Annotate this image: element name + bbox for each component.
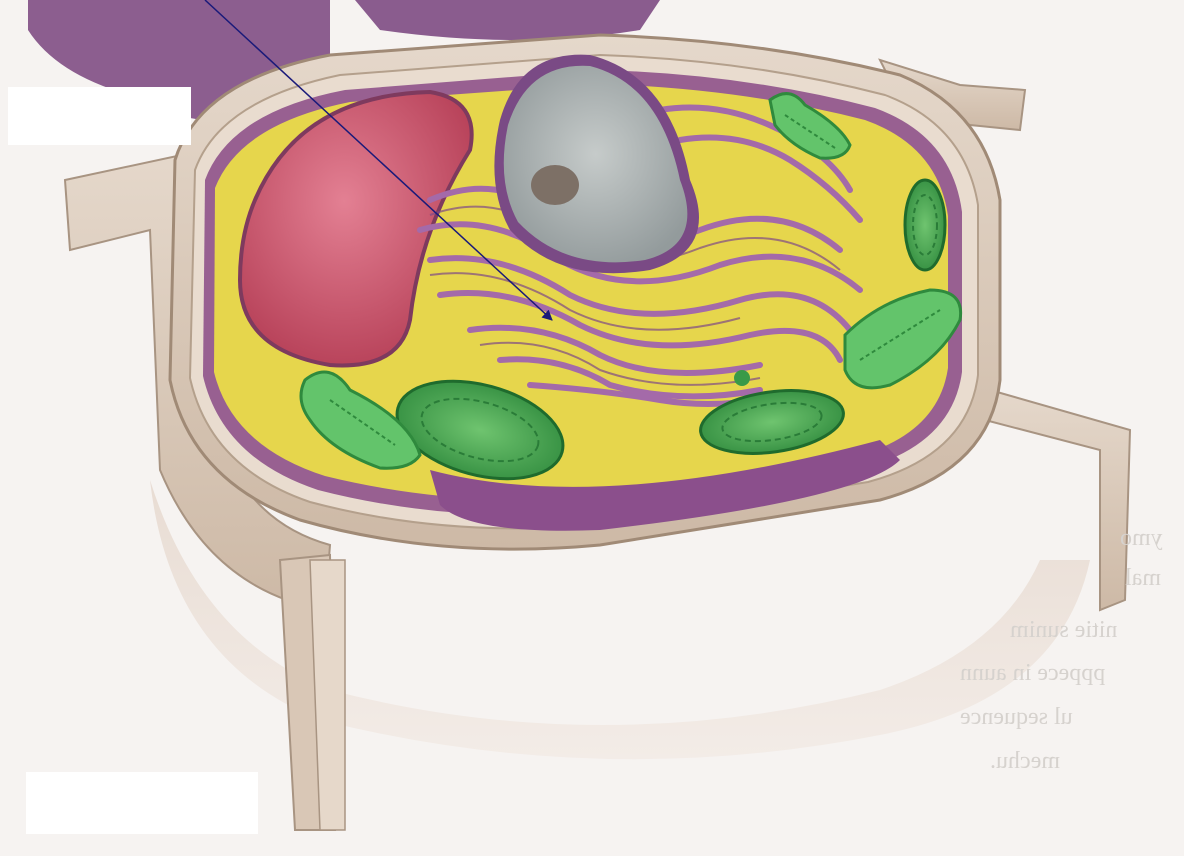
nucleolus bbox=[531, 165, 579, 205]
bleed-through-line-1: ymo bbox=[1120, 525, 1163, 552]
chloroplast-3 bbox=[905, 180, 945, 270]
blank-label-box-top[interactable] bbox=[8, 87, 191, 145]
neighbor-cell-top-middle bbox=[355, 0, 660, 40]
bleed-through-line-6: mechu. bbox=[990, 748, 1060, 775]
blank-label-box-bottom[interactable] bbox=[26, 772, 258, 834]
bleed-through-line-3: nitie sunim bbox=[1010, 617, 1117, 644]
small-organelle bbox=[734, 370, 750, 386]
bleed-through-line-2: mal bbox=[1125, 565, 1161, 592]
bleed-through-line-5: ul sequence bbox=[960, 704, 1073, 731]
bleed-through-line-4: pppece in aunn bbox=[960, 660, 1105, 687]
